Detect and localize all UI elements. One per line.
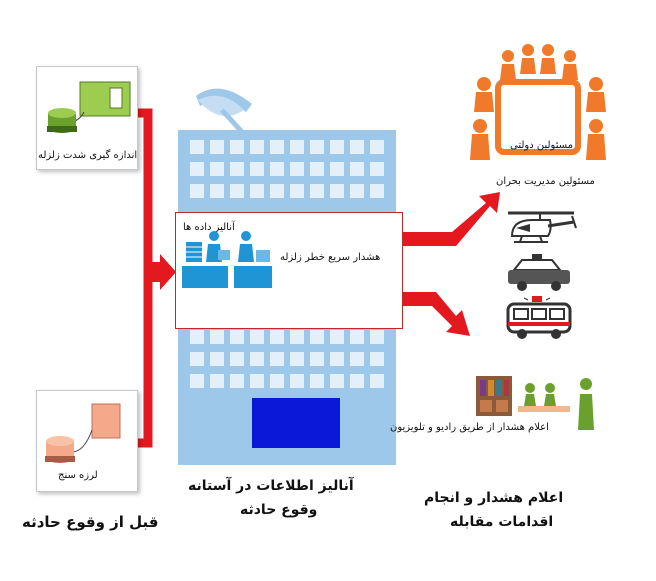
building-window [370,352,384,366]
building-window [310,140,324,154]
analysis-caption-line1: آنالیز اطلاعات در آستانه [188,478,354,494]
building-window [230,330,244,344]
input-arrow [148,254,176,290]
building-window [350,184,364,198]
building-window [330,374,344,388]
building-window [190,162,204,176]
data-analysis-label: آنالیز داده ها [183,222,235,233]
building-window [230,352,244,366]
building-window [210,330,224,344]
building-window [270,330,284,344]
building-window [290,330,304,344]
building-window [350,162,364,176]
analysis-caption-line2: وقوع حادثه [240,502,318,518]
building-window [330,184,344,198]
building-window [310,352,324,366]
building-window [250,330,264,344]
building-window [210,140,224,154]
building-window [290,184,304,198]
warning-actions-caption-line2: اقدامات مقابله [450,514,554,530]
crisis-managers-label: مسئولین مدیریت بحران [496,176,595,187]
building-window [330,352,344,366]
building-window [270,352,284,366]
building-window [370,162,384,176]
building-window [310,184,324,198]
building-window [350,352,364,366]
building-window [190,330,204,344]
building-window [210,184,224,198]
building-window [210,374,224,388]
building-window [330,330,344,344]
building-window [290,374,304,388]
building-window [250,184,264,198]
building-window [350,140,364,154]
building-window [250,352,264,366]
building-window [190,352,204,366]
building-window [230,374,244,388]
building-window [230,184,244,198]
warning-actions-caption-line1: اعلام هشدار و انجام [424,490,564,506]
arrow-to-officials [401,192,500,246]
building-window [250,162,264,176]
seismograph-label: لرزه سنج [58,470,98,481]
building-window [370,374,384,388]
building-window [210,162,224,176]
building-window [190,184,204,198]
building-window [310,374,324,388]
building-window [350,330,364,344]
building-window [270,374,284,388]
seismometer-label: اندازه گیری شدت زلزله [38,150,138,161]
building-window [290,162,304,176]
building-window [350,374,364,388]
early-warning-label: هشدار سریع خطر زلزله [280,252,381,263]
building-window [370,184,384,198]
building-window [270,140,284,154]
building-door [252,398,340,448]
radio-tv-warning-label: اعلام هشدار از طریق رادیو و تلویزیون [390,422,549,433]
before-event-caption: قبل از وقوع حادثه [22,513,159,531]
arrow-to-vehicles [401,292,470,336]
building-window [230,162,244,176]
building-window [330,162,344,176]
building-window [230,140,244,154]
building-window [310,162,324,176]
building-window [250,374,264,388]
building-window [290,352,304,366]
building-window [250,140,264,154]
building-window [270,162,284,176]
building-window [190,374,204,388]
building-window [330,140,344,154]
government-officials-label: مسئولین دولتی [510,140,573,151]
building-window [210,352,224,366]
building-window [270,184,284,198]
building-window [370,140,384,154]
building-window [190,140,204,154]
building-window [370,330,384,344]
building-window [290,140,304,154]
building-window [310,330,324,344]
